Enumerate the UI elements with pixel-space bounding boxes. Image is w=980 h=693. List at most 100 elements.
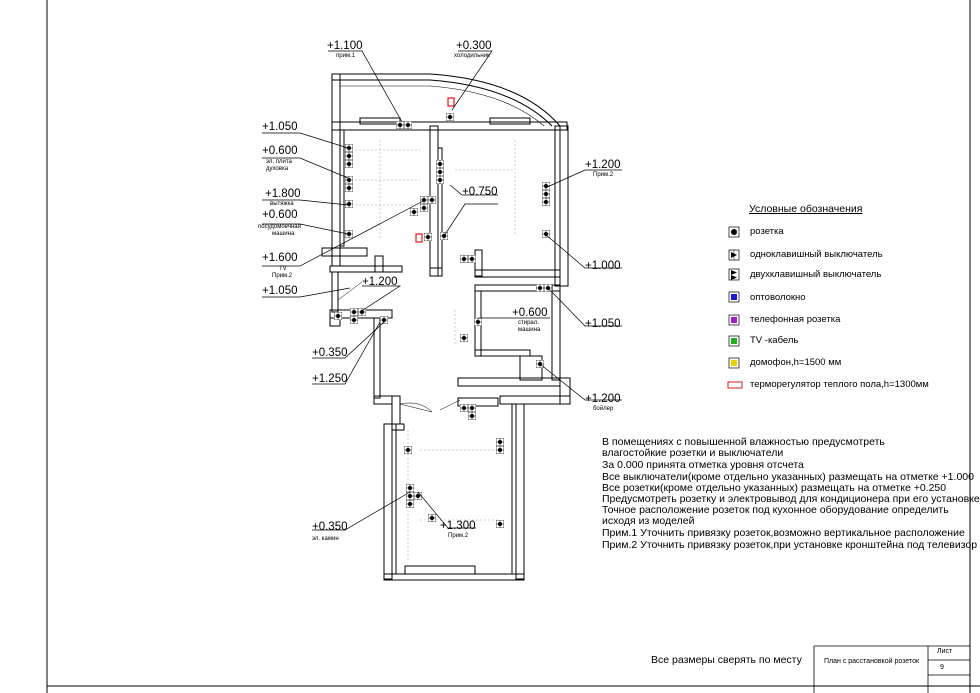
socket-icon xyxy=(420,196,428,204)
plan-thermostats xyxy=(415,97,455,243)
door-arcs xyxy=(337,281,461,413)
elevation-note: бойлер xyxy=(593,406,614,412)
elevation-note: холодильник xyxy=(454,53,490,59)
socket-icon xyxy=(468,412,476,420)
elevation-label: +0.750 xyxy=(462,186,498,198)
legend-label-fiber: оптоволокно xyxy=(750,292,806,303)
socket-icon xyxy=(420,204,428,212)
elevation-label: +1.200 xyxy=(585,393,621,405)
socket-icon xyxy=(436,176,444,184)
note-line: влагостойкие розетки и выключатели xyxy=(602,447,784,459)
legend-label-double-switch: двухклавишный выключатель xyxy=(750,269,882,280)
single-switch-icon xyxy=(728,249,740,261)
elevation-note: машина xyxy=(518,327,541,333)
legend-label-phone: телефонная розетка xyxy=(750,314,841,325)
socket-icon xyxy=(536,284,544,292)
socket-icon xyxy=(345,230,353,238)
legend-label-thermostat: терморегулятор теплого пола,h=1300мм xyxy=(750,379,929,390)
elevation-label: +1.300 xyxy=(440,520,476,532)
socket-icon xyxy=(446,113,454,121)
socket-icon xyxy=(345,160,353,168)
legend-label-intercom: домофон,h=1500 мм xyxy=(750,357,842,368)
socket-icon xyxy=(404,446,412,454)
elevation-label: +1.050 xyxy=(262,121,298,133)
socket-icon xyxy=(542,198,550,206)
elevation-label: +1.100 xyxy=(327,40,363,52)
elevation-label: +0.350 xyxy=(312,347,348,359)
elevation-note: Прим.2 xyxy=(272,273,293,279)
legend-label-tv: TV -кабель xyxy=(750,335,799,346)
elevation-label: +1.800 xyxy=(265,188,301,200)
sheet-title: План с расстановкой розеток xyxy=(824,658,920,665)
note-line: Точное расположение розеток под кухонное… xyxy=(602,504,949,516)
elevation-note: эл. плита xyxy=(266,159,292,165)
socket-icon xyxy=(345,200,353,208)
sheet-frame xyxy=(46,0,980,693)
note-line: Все розетки(кроме отдельно указанных) ра… xyxy=(602,482,947,494)
socket-icon xyxy=(460,404,468,412)
elevation-label: +0.300 xyxy=(456,40,492,52)
elevation-label: +1.000 xyxy=(585,260,621,272)
socket-icon xyxy=(496,446,504,454)
elevation-label: +1.600 xyxy=(262,252,298,264)
elevation-note: прим.1 xyxy=(336,53,356,59)
intercom-icon xyxy=(728,357,740,369)
elevation-label: +0.350 xyxy=(312,521,348,533)
socket-icon xyxy=(345,184,353,192)
note-line: Прим.2 Уточнить привязку розеток,при уст… xyxy=(602,539,978,551)
socket-icon xyxy=(350,316,358,324)
fiber-optic-icon xyxy=(728,291,740,303)
socket-icon xyxy=(428,196,436,204)
footer-note: Все размеры сверять по месту xyxy=(651,654,802,666)
socket-icon xyxy=(496,520,504,528)
socket-icon xyxy=(406,492,414,500)
legend-label-single-switch: одноклавишный выключатель xyxy=(750,249,883,260)
thermostat-icon xyxy=(727,381,743,389)
thermostat-icon xyxy=(447,97,455,107)
tv-cable-icon xyxy=(728,335,740,347)
socket-icon xyxy=(460,255,468,263)
elevation-label: +0.600 xyxy=(262,145,298,157)
socket-icon xyxy=(496,438,504,446)
socket-icon xyxy=(410,208,418,216)
elevation-note: эл. камин xyxy=(312,536,339,542)
legend-title: Условные обозначения xyxy=(749,203,863,215)
socket-icon xyxy=(474,318,482,326)
socket-icon xyxy=(414,492,422,500)
note-line: Прим.1 Уточнить привязку розеток,возможн… xyxy=(602,527,965,539)
elevation-note: TV xyxy=(279,266,287,272)
elevation-label: +1.200 xyxy=(362,276,398,288)
elevation-note: стирал. xyxy=(518,320,539,326)
floor-plan xyxy=(321,73,571,581)
note-line: Предусмотреть розетку и электровывод для… xyxy=(602,493,980,505)
socket-icon xyxy=(460,334,468,342)
socket-icon xyxy=(345,152,353,160)
socket-icon xyxy=(406,484,414,492)
legend-label-socket: розетка xyxy=(750,226,784,237)
socket-icon xyxy=(542,190,550,198)
legend-icons xyxy=(727,226,743,389)
socket-icon xyxy=(404,121,412,129)
note-line: исходя из моделей xyxy=(602,515,695,527)
socket-icon xyxy=(350,308,358,316)
title-block xyxy=(813,645,970,693)
elevation-note: Прим.2 xyxy=(593,172,614,178)
elevation-label: +1.050 xyxy=(585,318,621,330)
leader-lines xyxy=(262,50,622,531)
note-line: Все выключатели(кроме отдельно указанных… xyxy=(602,471,974,483)
elevation-label: +1.050 xyxy=(262,285,298,297)
elevation-label: +1.200 xyxy=(585,159,621,171)
socket-icon xyxy=(345,144,353,152)
socket-icon xyxy=(406,500,414,508)
elevation-label: +0.600 xyxy=(262,209,298,221)
socket-icon xyxy=(334,312,342,320)
socket-icon xyxy=(428,514,436,522)
elevation-note: вытяжка xyxy=(270,201,294,207)
socket-icon xyxy=(436,160,444,168)
socket-icon xyxy=(468,404,476,412)
socket-icon xyxy=(468,255,476,263)
elevation-note: посудомоечная xyxy=(258,224,301,230)
socket-icon xyxy=(396,121,404,129)
phone-socket-icon xyxy=(728,314,740,326)
